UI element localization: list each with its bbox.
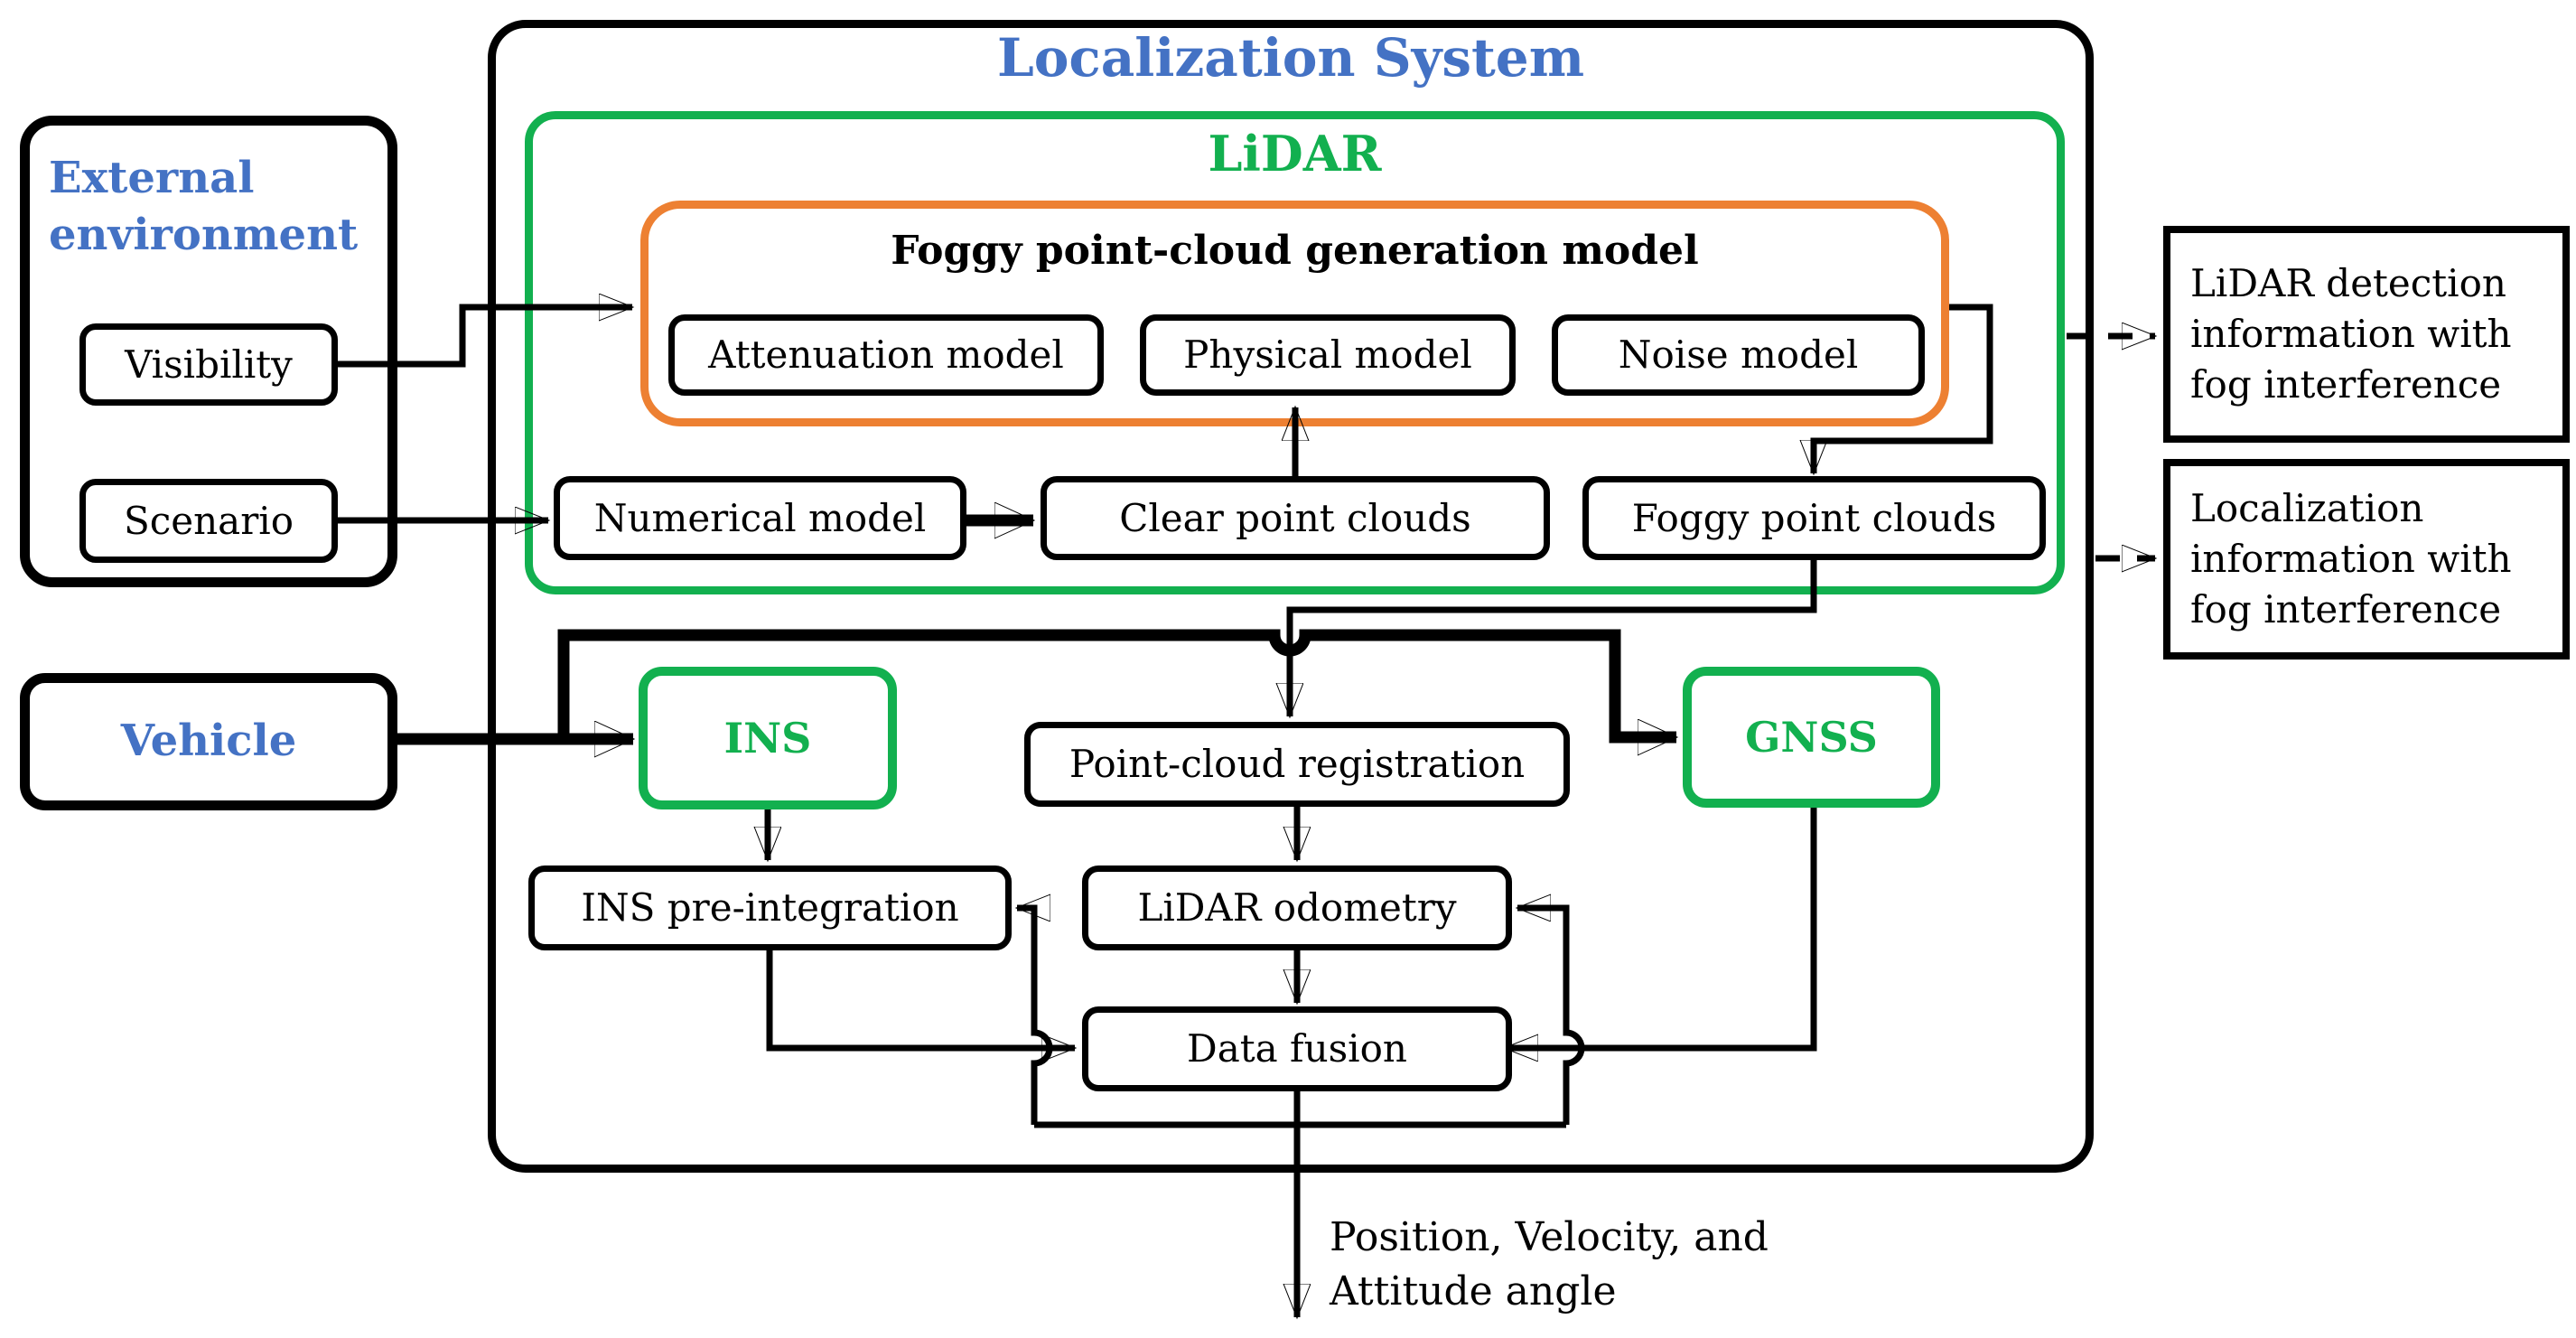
system-title-text: Localization System <box>996 27 1585 89</box>
gnss-node: GNSS <box>1683 667 1940 808</box>
final-output-label: Position, Velocity, and Attitude angle <box>1330 1211 1772 1319</box>
feedback-to-odometry <box>1517 908 1585 1125</box>
visibility-label: Visibility <box>125 342 293 387</box>
scenario-label: Scenario <box>123 498 294 543</box>
lidar-box <box>525 111 2065 594</box>
vehicle-title: Vehicle <box>20 673 397 810</box>
external-environment-title: External environment <box>49 150 374 265</box>
localization-info-text: Localization information with fog interf… <box>2190 485 2512 632</box>
lidar-detection-info-box: LiDAR detection information with fog int… <box>2163 226 2570 443</box>
feedback-bus-line <box>1034 1090 1566 1128</box>
lidar-title-text: LiDAR <box>1208 125 1382 182</box>
point-cloud-registration-node: Point-cloud registration <box>1024 722 1570 807</box>
system-title: Localization System <box>488 27 2094 89</box>
lidar-odometry-label: LiDAR odometry <box>1137 885 1457 930</box>
ins-pre-integration-label: INS pre-integration <box>581 885 959 930</box>
point-cloud-registration-label: Point-cloud registration <box>1069 742 1526 786</box>
ins-node: INS <box>639 667 897 809</box>
lidar-detection-info-text: LiDAR detection information with fog int… <box>2190 260 2512 407</box>
external-environment-box <box>20 116 397 587</box>
physical-model-label: Physical model <box>1183 332 1472 377</box>
clear-point-clouds-node: Clear point clouds <box>1041 476 1550 560</box>
numerical-model-node: Numerical model <box>554 476 966 560</box>
scenario-node: Scenario <box>79 479 338 563</box>
lidar-odometry-node: LiDAR odometry <box>1082 865 1512 950</box>
noise-model-label: Noise model <box>1618 332 1859 377</box>
external-environment-title-text: External environment <box>49 153 359 261</box>
arrow-foggy-model-to-foggy-clouds <box>1814 304 1993 473</box>
vehicle-title-text: Vehicle <box>120 716 297 767</box>
feedback-to-ins-pre <box>1017 908 1053 1125</box>
gnss-label: GNSS <box>1745 713 1878 762</box>
attenuation-model-label: Attenuation model <box>708 332 1064 377</box>
physical-model-node: Physical model <box>1140 314 1516 396</box>
arrow-visibility-to-foggy-model <box>338 307 632 368</box>
data-fusion-label: Data fusion <box>1187 1026 1407 1071</box>
foggy-point-clouds-label: Foggy point clouds <box>1631 495 1997 540</box>
data-fusion-node: Data fusion <box>1082 1006 1512 1091</box>
vehicle-box <box>20 673 397 810</box>
final-output-text: Position, Velocity, and Attitude angle <box>1330 1214 1769 1315</box>
foggy-model-title-text: Foggy point-cloud generation model <box>891 228 1699 274</box>
visibility-node: Visibility <box>79 323 338 406</box>
localization-info-box: Localization information with fog interf… <box>2163 459 2570 660</box>
ins-pre-integration-node: INS pre-integration <box>528 865 1012 950</box>
arrow-vehicle-to-gnss <box>557 629 1676 739</box>
ins-label: INS <box>723 714 812 763</box>
noise-model-node: Noise model <box>1552 314 1925 396</box>
arrow-gnss-to-fusion <box>1505 805 1817 1048</box>
foggy-point-clouds-node: Foggy point clouds <box>1582 476 2046 560</box>
lidar-title: LiDAR <box>525 125 2065 182</box>
foggy-model-title: Foggy point-cloud generation model <box>640 228 1949 274</box>
attenuation-model-node: Attenuation model <box>668 314 1104 396</box>
arrow-foggy-clouds-to-registration <box>1290 560 1817 716</box>
arrow-ins-pre-to-fusion <box>766 950 1075 1048</box>
clear-point-clouds-label: Clear point clouds <box>1119 495 1471 540</box>
numerical-model-label: Numerical model <box>593 495 927 540</box>
localization-system-box <box>488 20 2094 1173</box>
